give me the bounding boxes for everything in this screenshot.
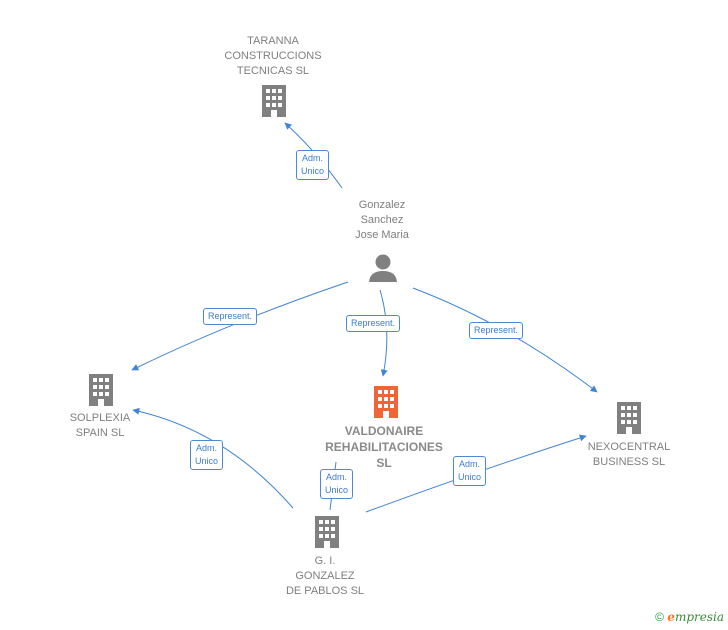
node-label-gonzalez[interactable]: Gonzalez Sanchez Jose Maria — [355, 199, 409, 241]
edge-gonzalez-nexocentral — [412, 287, 598, 393]
copyright-symbol: © — [655, 610, 664, 624]
building-icon — [374, 386, 398, 418]
edge-label-gonzalez-nexocentral: Represent. — [469, 322, 524, 339]
footer-credit: © empresia — [655, 610, 724, 624]
edge-label-gi-solplexia: Adm. Unico — [190, 440, 224, 470]
edge-label-gonzalez-solplexia: Represent. — [203, 308, 258, 325]
edge-label-gi-nexocentral: Adm. Unico — [453, 456, 487, 486]
building-icon — [617, 402, 641, 434]
brand-logo[interactable]: empresia — [667, 610, 724, 624]
node-label-solplexia[interactable]: SOLPLEXIA SPAIN SL — [69, 412, 131, 439]
edge-label-gi-valdonaire: Adm. Unico — [320, 469, 354, 499]
node-label-gi[interactable]: G. I. GONZALEZ DE PABLOS SL — [285, 555, 365, 597]
person-icon — [369, 254, 397, 282]
edge-label-gonzalez-valdonaire: Represent. — [346, 315, 401, 332]
edge-gonzalez-valdonaire — [379, 289, 388, 377]
building-icon — [89, 374, 113, 406]
building-icon — [315, 516, 339, 548]
building-icon — [262, 85, 286, 117]
node-label-valdonaire[interactable]: VALDONAIRE REHABILITACIONES SL — [325, 424, 443, 470]
node-label-nexocentral[interactable]: NEXOCENTRAL BUSINESS SL — [587, 441, 671, 468]
node-label-taranna[interactable]: TARANNA CONSTRUCCIONS TECNICAS SL — [224, 35, 322, 77]
edge-gonzalez-solplexia — [131, 281, 349, 371]
edge-label-gonzalez-taranna: Adm. Unico — [296, 150, 330, 180]
